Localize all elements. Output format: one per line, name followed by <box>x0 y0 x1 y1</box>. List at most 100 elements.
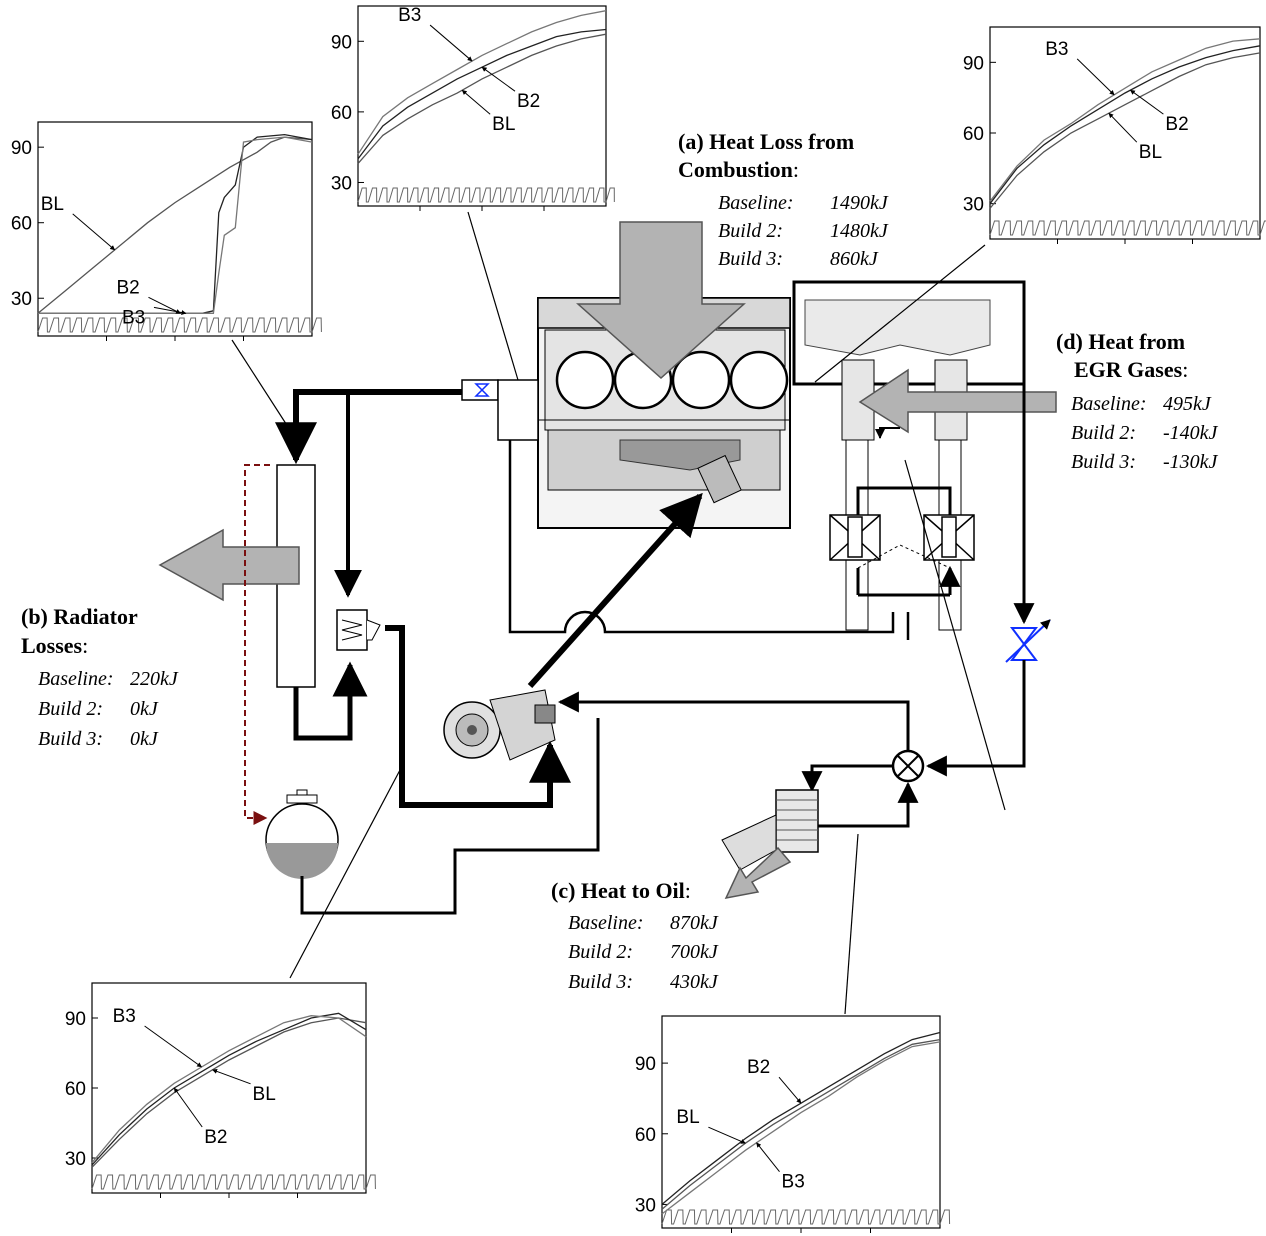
egr-cooler <box>792 280 1026 631</box>
egr-valve-left <box>829 514 881 561</box>
chart-frame <box>661 1015 941 1229</box>
y-tick-label: 30 <box>635 1195 656 1216</box>
oil-value: 870kJ <box>670 912 719 934</box>
egr-build-label: Build 3: <box>1071 451 1136 473</box>
oil-build-label: Build 2: <box>568 941 633 963</box>
combustion-colon: : <box>793 157 799 182</box>
y-tick-label: 30 <box>11 289 32 310</box>
speed-trace <box>989 220 1266 236</box>
water-pump <box>443 689 556 761</box>
radiator-annotation: (b) Radiator Losses: Baseline: 220kJ Bui… <box>21 604 179 750</box>
combustion-title-line2: Combustion: <box>678 157 799 182</box>
thermostat-to-pump <box>385 625 571 808</box>
egr-flow-valve <box>1005 619 1051 663</box>
y-tick-label: 90 <box>963 53 984 74</box>
series-label-leader <box>461 89 491 115</box>
radiator-value: 0kJ <box>130 698 159 720</box>
speed-trace <box>357 187 615 203</box>
series-label: BL <box>253 1084 276 1105</box>
series-label-leader <box>481 66 516 92</box>
series-label: B2 <box>204 1127 227 1148</box>
radiator-build-label: Build 3: <box>38 728 103 750</box>
y-tick-label: 30 <box>65 1149 86 1170</box>
y-tick-label: 90 <box>11 138 32 159</box>
y-tick-label: 60 <box>331 103 352 124</box>
series-label-leader <box>429 24 473 62</box>
tank-return-line <box>300 718 600 915</box>
mixer-to-pump-line <box>557 691 910 751</box>
oil-heat-arrow <box>724 846 792 900</box>
leader-oil-chart <box>844 833 859 1015</box>
outlet-to-radiator <box>275 389 462 465</box>
radiator-title-line1: (b) Radiator <box>21 604 138 629</box>
series-line-b3 <box>989 38 1261 202</box>
oil-title-text: (c) Heat to Oil <box>551 878 685 903</box>
chart-frame <box>37 121 313 337</box>
y-tick-label: 90 <box>65 1009 86 1030</box>
y-tick-label: 60 <box>963 124 984 145</box>
combustion-title-line1: (a) Heat Loss from <box>678 129 854 154</box>
series-label-leader <box>1129 89 1164 115</box>
radiator-to-thermostat <box>293 661 368 741</box>
combustion-value: 1490kJ <box>830 192 889 214</box>
series-line-b3 <box>357 10 607 155</box>
combustion-build-label: Baseline: <box>718 192 794 214</box>
chart-frame <box>989 26 1261 240</box>
mixer-to-oil-cooler <box>801 764 893 793</box>
oil-annotation: (c) Heat to Oil: Baseline: 870kJ Build 2… <box>551 878 719 993</box>
series-label-leader <box>212 1069 251 1085</box>
radiator-title-text: Losses <box>21 633 83 658</box>
egr-heat-arrow <box>858 368 1057 434</box>
egr-loop-arrows <box>856 568 950 595</box>
combustion-value: 860kJ <box>830 248 879 270</box>
pump-to-engine-line <box>527 492 703 689</box>
series-label-leader <box>756 1142 780 1173</box>
expansion-tank <box>265 789 339 879</box>
series-label-leader <box>144 1025 203 1068</box>
series-label: B3 <box>122 307 145 328</box>
combustion-title-text: Combustion <box>678 157 793 182</box>
egr-inlet <box>875 427 900 439</box>
oil-build-label: Build 3: <box>568 971 633 993</box>
speed-trace <box>91 1174 376 1190</box>
series-label: BL <box>676 1107 699 1128</box>
oil-cooler <box>721 789 819 871</box>
egr-colon: : <box>1182 357 1188 382</box>
egr-value: -140kJ <box>1163 422 1219 444</box>
series-label-leader <box>148 296 181 314</box>
leader-egr-return-chart <box>904 459 1006 811</box>
y-tick-label: 90 <box>331 32 352 53</box>
radiator-title-line2: Losses: <box>21 633 88 658</box>
series-line-bl <box>357 33 607 165</box>
series-label-leader <box>153 306 187 315</box>
outlet-valve-icon <box>461 379 539 441</box>
speed-trace <box>37 317 322 333</box>
series-label: B2 <box>116 277 139 298</box>
radiator-build-label: Baseline: <box>38 668 114 690</box>
egr-value: -130kJ <box>1163 451 1219 473</box>
combustion-annotation: (a) Heat Loss from Combustion: Baseline:… <box>678 129 889 270</box>
series-label-leader <box>708 1126 746 1144</box>
speed-trace <box>661 1209 951 1225</box>
oil-colon: : <box>685 878 691 903</box>
oil-title: (c) Heat to Oil: <box>551 878 691 903</box>
egr-loop-upper <box>856 486 952 515</box>
combustion-heat-arrow <box>576 221 746 380</box>
leader-egr-chart <box>814 244 986 383</box>
series-label: B2 <box>1165 114 1188 135</box>
egr-title-line1: (d) Heat from <box>1056 329 1185 354</box>
heater-loop <box>508 440 895 634</box>
series-label: B3 <box>398 5 421 26</box>
y-tick-label: 60 <box>11 214 32 235</box>
egr-to-mixer-line <box>925 660 1026 777</box>
leader-waterpump-chart <box>289 769 401 979</box>
combustion-build-label: Build 2: <box>718 220 783 242</box>
radiator-value: 220kJ <box>130 668 179 690</box>
vent-line <box>244 464 270 825</box>
series-line-bl <box>91 1017 367 1168</box>
egr-build-label: Baseline: <box>1071 393 1147 415</box>
